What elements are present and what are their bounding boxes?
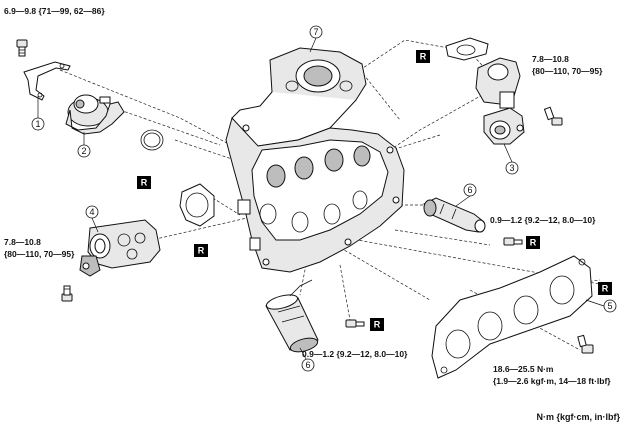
torque-spec-top-right-line1: 7.8—10.8 <box>532 54 569 64</box>
replace-marker-top-right: R <box>416 50 430 63</box>
gasket-top-right <box>445 37 489 61</box>
callout-2: 2 <box>77 144 91 158</box>
replace-marker-label: R <box>141 178 148 188</box>
replace-marker-gasket-5: R <box>598 282 612 295</box>
torque-spec-bottom-right-line1: 18.6—25.5 N·m <box>493 364 554 374</box>
callout-1: 1 <box>31 117 45 131</box>
callout-number: 5 <box>607 301 612 311</box>
torque-spec-left-line2: {80—110, 70—95} <box>4 249 75 259</box>
torque-spec-top-left: 6.9—9.8 {71—99, 62—86} <box>4 6 105 16</box>
callout-7: 7 <box>309 25 323 39</box>
bolt-bottom-center <box>345 319 365 328</box>
bolt-top-right <box>543 106 563 126</box>
callout-number: 7 <box>313 27 318 37</box>
replace-marker-label: R <box>374 320 381 330</box>
replace-marker-gasket-plate: R <box>194 244 208 257</box>
replace-marker-label: R <box>602 284 609 294</box>
callout-4: 4 <box>85 205 99 219</box>
torque-spec-mid-right: 0.9—1.2 {9.2—12, 8.0—10} <box>490 215 596 225</box>
replace-marker-label: R <box>530 238 537 248</box>
bolt-top-left <box>16 39 28 57</box>
callout-number: 6 <box>467 185 472 195</box>
replace-marker-label: R <box>198 246 205 256</box>
egr-valve-part-4 <box>79 219 161 277</box>
bolt-mid-right <box>503 237 523 246</box>
bolt-left <box>61 285 73 302</box>
callout-number: 2 <box>81 146 86 156</box>
bracket-part-1 <box>23 61 71 101</box>
callout-number: 6 <box>305 360 310 370</box>
callout-3: 3 <box>505 161 519 175</box>
replace-marker-gasket-ring: R <box>137 176 151 189</box>
gasket-plate <box>179 183 215 227</box>
callout-6-upper: 6 <box>463 183 477 197</box>
torque-spec-bottom-right-line2: {1.9—2.6 kgf·m, 14—18 ft·lbf} <box>493 376 611 386</box>
valve-part-2 <box>65 94 125 135</box>
torque-spec-left-line1: 7.8—10.8 <box>4 237 41 247</box>
manifold-gasket-part-5 <box>431 255 593 379</box>
torque-spec-top-right-line2: {80—110, 70—95} <box>532 66 603 76</box>
bolt-bottom-right <box>577 334 594 354</box>
leader-lines <box>37 37 605 360</box>
units-label: N·m {kgf·cm, in·lbf} <box>536 412 620 422</box>
callout-number: 1 <box>35 119 40 129</box>
callout-number: 4 <box>89 207 94 217</box>
torque-spec-bottom-center: 0.9—1.2 {9.2—12, 8.0—10} <box>302 349 408 359</box>
gasket-ring <box>140 129 164 151</box>
replace-marker-bottom-center: R <box>370 318 384 331</box>
callout-5: 5 <box>603 299 617 313</box>
callout-number: 3 <box>509 163 514 173</box>
actuator-part-3 <box>475 57 525 145</box>
cylinder-part-6-lower <box>265 279 319 353</box>
callout-6-lower: 6 <box>301 358 315 372</box>
pipe-part-6-upper <box>423 197 486 233</box>
intake-manifold-part-7 <box>225 47 405 273</box>
replace-marker-mid-right: R <box>526 236 540 249</box>
replace-marker-label: R <box>420 52 427 62</box>
